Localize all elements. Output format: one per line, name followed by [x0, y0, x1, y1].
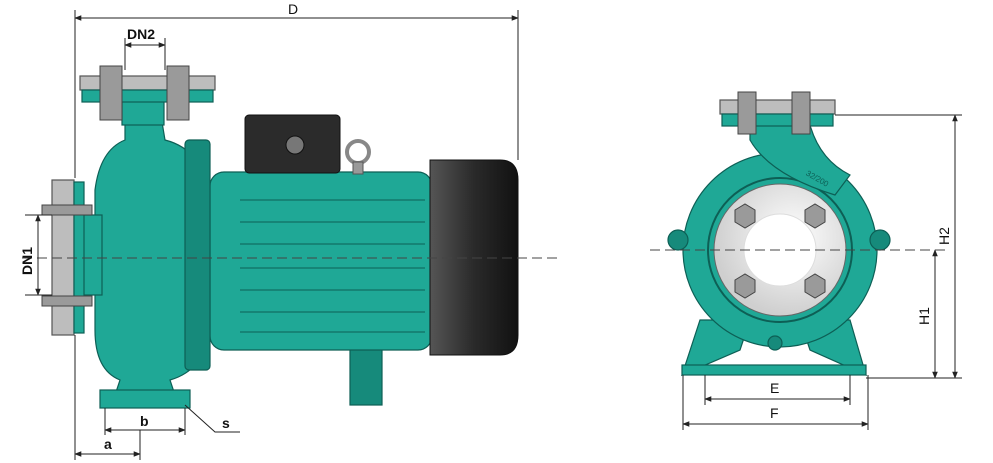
casing-flange: [184, 139, 211, 371]
flange-bolt-icon: [99, 65, 123, 121]
eyebolt-icon: [345, 139, 371, 165]
flange-bolt-icon: [41, 204, 93, 216]
flange-bolt-icon: [41, 295, 93, 307]
motor-fins: [240, 199, 425, 333]
dimension-f-label: F: [770, 405, 779, 421]
dimension-s-label: s: [222, 415, 230, 431]
bolt-head-icon: [804, 273, 826, 299]
dimension-d-label: D: [288, 1, 298, 17]
dimension-b-label: b: [140, 413, 149, 429]
flange-bolt-icon: [737, 91, 757, 135]
flange-bolt-icon: [791, 91, 811, 135]
cable-gland-icon: [285, 135, 305, 155]
discharge-neck: [749, 124, 851, 196]
front-view: 32/200 E F H1 H2: [650, 91, 962, 430]
bolt-head-icon: [734, 203, 756, 229]
dimension-a-label: a: [104, 436, 112, 452]
bolt-head-icon: [734, 273, 756, 299]
bolt-head-icon: [804, 203, 826, 229]
discharge-nozzle: [121, 99, 165, 126]
dimension-h2-label: H2: [936, 227, 952, 245]
dimension-dn2-label: DN2: [127, 26, 155, 42]
dimension-s-leader: [184, 404, 240, 433]
dimension-e-label: E: [770, 380, 779, 396]
side-view: D DN2 DN1 b a s: [19, 1, 560, 460]
dimension-h1-label: H1: [916, 307, 932, 325]
drain-plug-icon: [767, 335, 783, 351]
motor-body: [209, 171, 433, 351]
flange-bolt-icon: [166, 65, 190, 121]
dimension-dn1-label: DN1: [19, 247, 35, 275]
pump-foot: [99, 389, 191, 409]
discharge-flange-front: [719, 99, 836, 115]
